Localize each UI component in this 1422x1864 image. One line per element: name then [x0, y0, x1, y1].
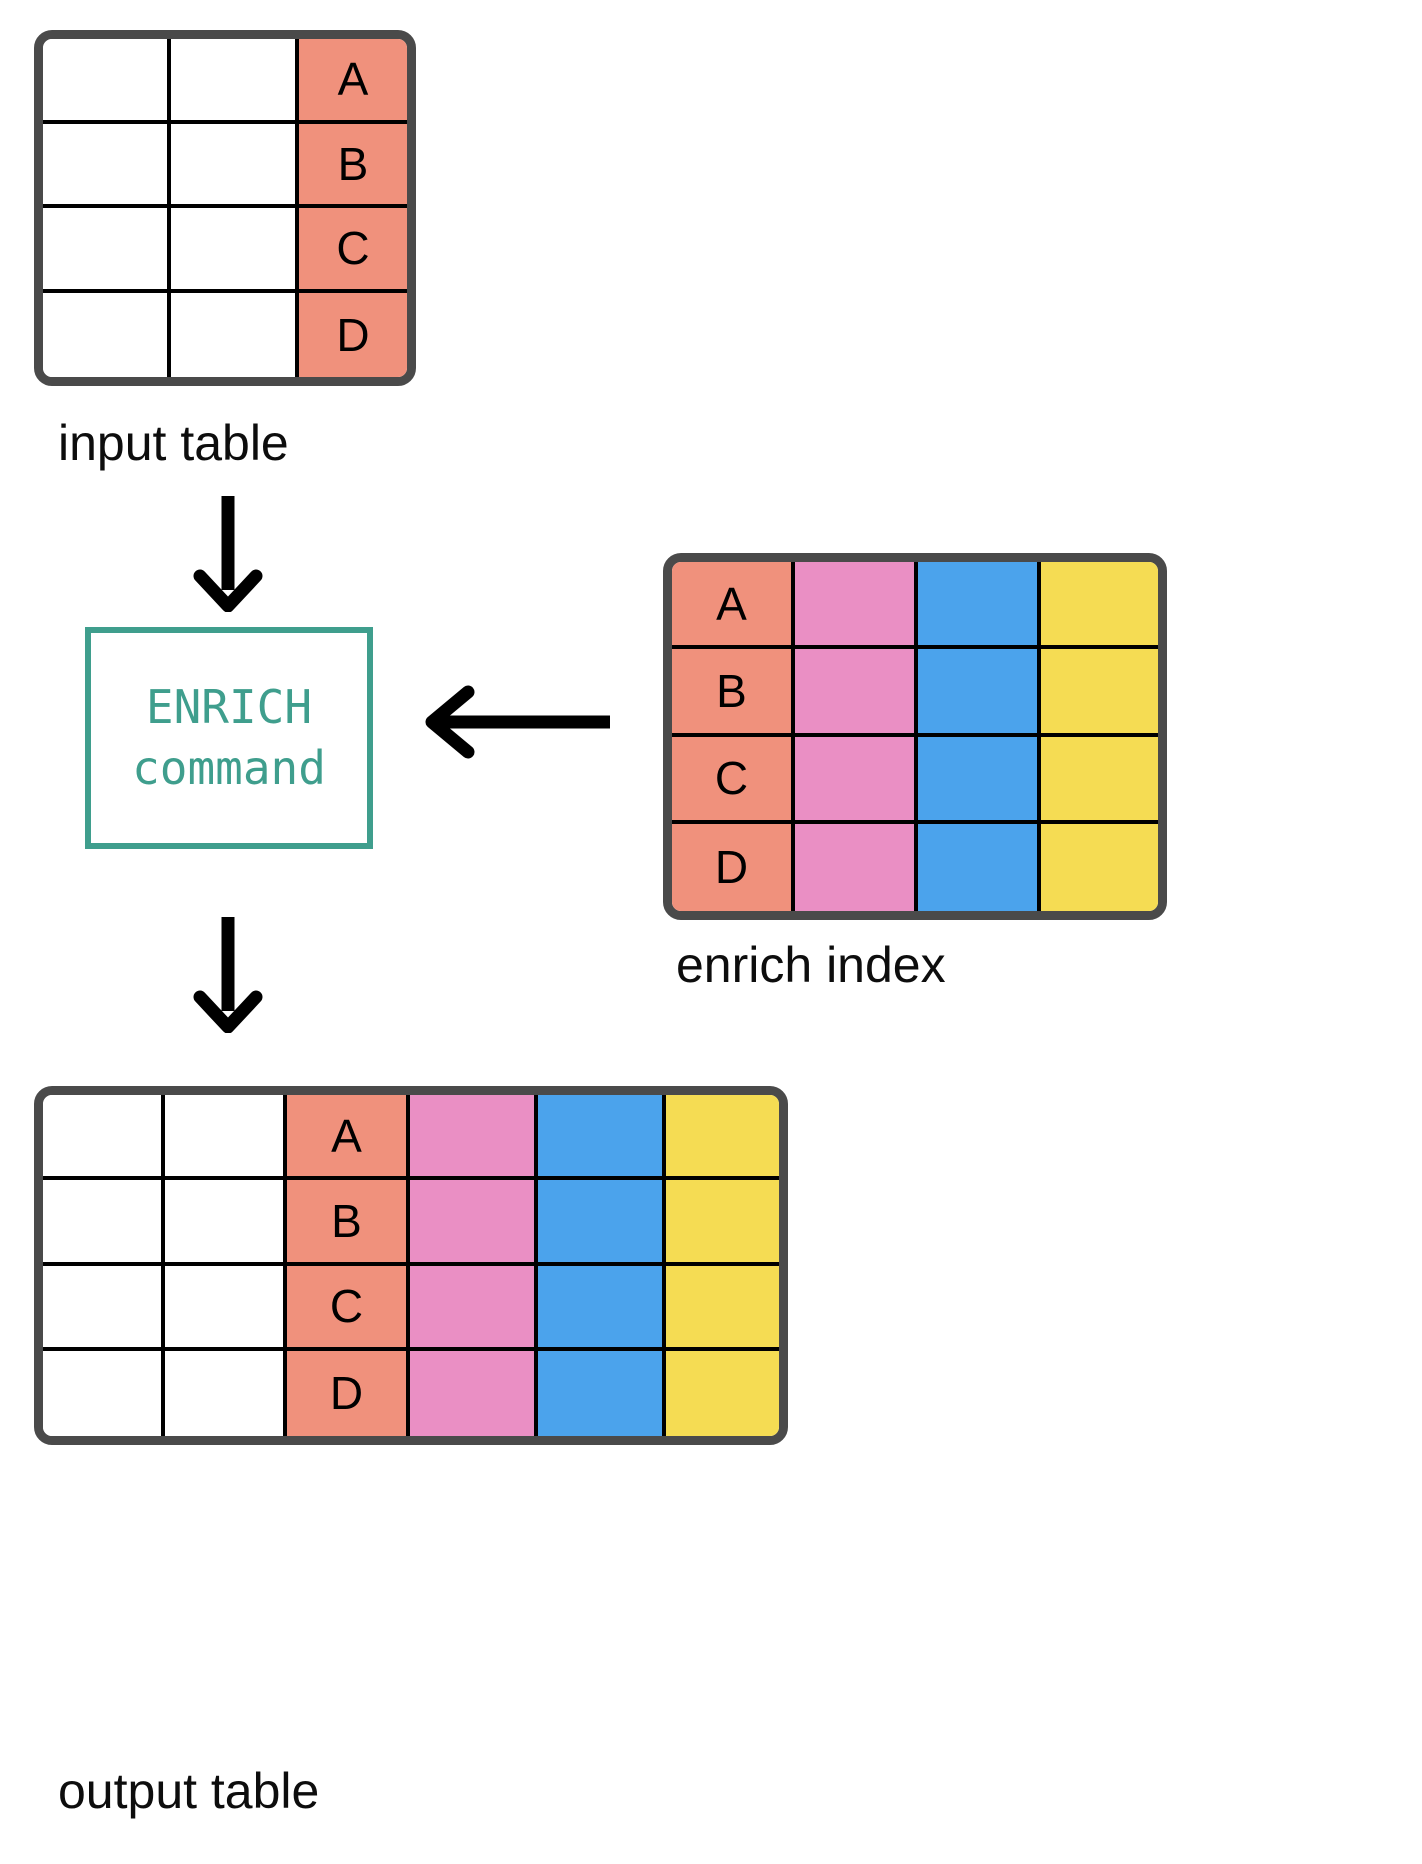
table-cell: D [672, 823, 795, 911]
table-cell [538, 1180, 666, 1266]
table-row: C [43, 1265, 779, 1351]
table-cell [171, 292, 299, 377]
table-cell [795, 562, 918, 650]
table-cell [918, 736, 1041, 824]
table-cell [918, 562, 1041, 650]
table-cell [918, 649, 1041, 737]
table-cell: C [287, 1265, 410, 1351]
table-cell: A [672, 562, 795, 650]
table-row: C [672, 736, 1158, 824]
arrow-index-to-command [424, 682, 612, 762]
table-cell [666, 1095, 779, 1181]
table-row: D [672, 823, 1158, 911]
table-cell [666, 1350, 779, 1436]
table-cell: C [672, 736, 795, 824]
table-row: B [43, 1180, 779, 1266]
table-cell [43, 1180, 165, 1266]
table-cell [1041, 562, 1158, 650]
table-cell [410, 1180, 538, 1266]
table-cell [43, 123, 171, 208]
table-cell [165, 1350, 287, 1436]
table-row: B [43, 123, 407, 208]
table-cell [410, 1265, 538, 1351]
table-cell [538, 1350, 666, 1436]
table-cell [43, 39, 171, 124]
table-cell [410, 1095, 538, 1181]
table-cell [538, 1265, 666, 1351]
table-cell: B [299, 123, 407, 208]
table-cell [666, 1180, 779, 1266]
table-row: A [43, 1095, 779, 1181]
arrow-command-to-output [178, 915, 278, 1034]
table-cell: B [287, 1180, 410, 1266]
input-table-caption: input table [58, 415, 289, 471]
output-table-caption: output table [58, 1763, 320, 1819]
table-cell [795, 736, 918, 824]
table-cell [171, 123, 299, 208]
table-cell [43, 1350, 165, 1436]
table-row: D [43, 1350, 779, 1436]
table-cell [1041, 823, 1158, 911]
table-cell [171, 208, 299, 293]
enrich-command-box[interactable]: ENRICH command [85, 627, 373, 849]
table-cell [43, 1265, 165, 1351]
table-cell [1041, 649, 1158, 737]
table-cell: D [299, 292, 407, 377]
command-line-1: ENRICH [145, 680, 313, 735]
table-row: D [43, 292, 407, 377]
table-row: B [672, 649, 1158, 737]
table-cell [43, 208, 171, 293]
table-cell [43, 1095, 165, 1181]
table-row: A [672, 562, 1158, 650]
arrow-left-icon [425, 685, 610, 759]
command-line-2: command [132, 741, 326, 795]
arrow-input-to-command [178, 494, 278, 613]
table-cell: B [672, 649, 795, 737]
enrich-index-caption: enrich index [676, 937, 946, 993]
table-cell [1041, 736, 1158, 824]
table-cell [165, 1095, 287, 1181]
table-cell: A [287, 1095, 410, 1181]
arrow-down-icon [193, 917, 263, 1034]
table-cell [538, 1095, 666, 1181]
table-cell: D [287, 1350, 410, 1436]
arrow-down-icon [193, 496, 263, 613]
table-row: C [43, 208, 407, 293]
table-cell [666, 1265, 779, 1351]
table-cell [795, 823, 918, 911]
table-cell [43, 292, 171, 377]
table-cell [918, 823, 1041, 911]
table-cell: A [299, 39, 407, 124]
table-cell [410, 1350, 538, 1436]
table-row: A [43, 39, 407, 124]
table-cell [165, 1180, 287, 1266]
table-cell [171, 39, 299, 124]
table-cell [165, 1265, 287, 1351]
table-cell [795, 649, 918, 737]
table-cell: C [299, 208, 407, 293]
